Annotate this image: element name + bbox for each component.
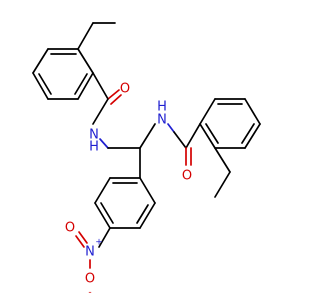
amide-nitrogen-right: N <box>157 113 167 128</box>
nitro-nitrogen: N <box>85 245 95 260</box>
nitrophenyl-ring <box>94 177 156 229</box>
amide-nitrogen-left: N <box>89 128 99 143</box>
carbonyl-oxygen-left: O <box>120 82 130 97</box>
right-benzene-ring <box>199 98 261 149</box>
amide-hydrogen-left: H <box>89 140 99 155</box>
nitro-oxygen-charge: - <box>88 288 91 298</box>
nitro-oxygen-left: O <box>65 221 75 236</box>
central-methine-bonds <box>139 123 156 179</box>
carbonyl-oxygen-right: O <box>182 169 192 184</box>
nitro-oxygen-bottom: O <box>85 272 95 287</box>
nitro-group-bonds <box>75 227 111 269</box>
left-carbonyl-group <box>92 72 122 125</box>
left-benzene-ring <box>32 48 94 100</box>
right-amide-bonds <box>167 123 201 166</box>
left-methyl-bond <box>77 22 116 50</box>
nitro-nitrogen-charge: + <box>95 238 103 248</box>
right-methyl-bond <box>214 147 231 198</box>
molecule-structure-canvas: O N H N H O N + O O - <box>32 22 261 298</box>
left-amide-n-bond <box>99 138 141 149</box>
amide-hydrogen-right: H <box>157 100 167 115</box>
